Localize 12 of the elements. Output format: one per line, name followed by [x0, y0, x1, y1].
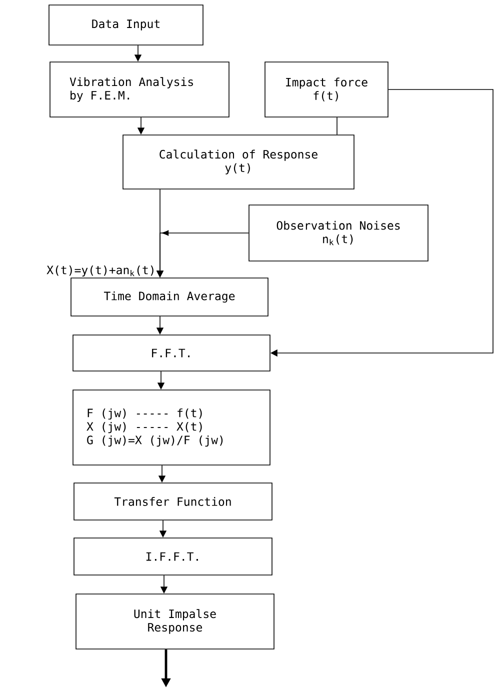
process-box: Calculation of Response y(t) [122, 134, 354, 190]
process-box: I.F.F.T. [74, 538, 272, 576]
process-box: Time Domain Average [70, 278, 268, 316]
process-box: F (jw) ----- f(t) X (jw) ----- X(t) G (jw)=X (jw)/F (jw) [72, 390, 270, 466]
process-box: F.F.T. [72, 334, 270, 372]
process-box: Unit Impalse Response [76, 594, 274, 650]
signal-label: X(t)=y(t)+an$_{k}$(t) [46, 265, 154, 277]
process-box: Vibration Analysis by F.E.M. [50, 62, 230, 118]
process-box: Transfer Function [74, 482, 272, 520]
process-box: Impact force f(t) [264, 62, 388, 118]
process-box: Observation Noises n$_{k}$(t) [248, 204, 428, 262]
process-box: Data Input [48, 4, 204, 46]
